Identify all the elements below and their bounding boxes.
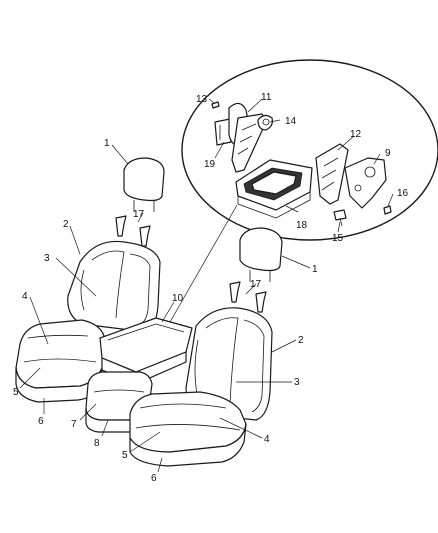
callout-3-right: 3 [294,377,300,388]
callout-1-left: 1 [104,138,110,149]
callout-6-left: 6 [38,416,44,427]
callout-2-left: 2 [63,219,69,230]
left-seat-back [67,240,161,333]
callout-15: 15 [332,233,344,244]
callout-12: 12 [350,129,362,140]
right-seat-cushion [129,391,247,467]
right-seat-back [185,307,273,421]
callout-5-left: 5 [13,387,19,398]
right-headrest-guides [229,281,267,313]
callout-7: 7 [71,419,77,430]
callout-8: 8 [94,438,100,449]
bracket-19 [214,118,232,146]
left-headrest [123,157,165,212]
latch-cap-14 [257,114,273,131]
callout-4-left: 4 [22,291,28,302]
callout-17-left: 17 [133,209,145,220]
callout-14: 14 [285,116,297,127]
callout-5-right: 5 [122,450,128,461]
detail-leader-line [169,204,238,323]
side-shield-11 [228,102,267,173]
left-headrest-guides [115,215,151,247]
left-seat-cushion [15,319,105,403]
callout-6-right: 6 [151,473,157,484]
right-headrest [239,227,283,282]
clip-13 [211,101,220,109]
left-seat [15,157,165,403]
callout-10: 10 [172,293,184,304]
callouts: 1 17 2 3 4 5 6 7 8 10 1 17 2 3 4 5 6 [13,138,318,484]
callout-3-left: 3 [44,253,50,264]
callout-19: 19 [204,159,216,170]
callout-2-right: 2 [298,335,304,346]
callout-17-right: 17 [250,279,262,290]
callout-18: 18 [296,220,308,231]
screw-16 [383,205,392,215]
callout-16: 16 [397,188,409,199]
right-seat [129,227,283,467]
side-shield-12 [315,143,349,205]
hinge-bracket-9 [344,157,387,209]
detail-ellipse [181,59,438,241]
callout-1-right: 1 [312,264,318,275]
callout-13: 13 [196,94,208,105]
callout-11: 11 [261,92,272,103]
leader-lines [19,144,311,473]
seat-frame-18 [235,159,313,219]
detail-view: 13 11 14 19 12 9 16 18 15 [169,59,438,323]
callout-4-right: 4 [264,434,270,445]
callout-9: 9 [385,148,391,159]
bolt-15 [333,209,347,227]
